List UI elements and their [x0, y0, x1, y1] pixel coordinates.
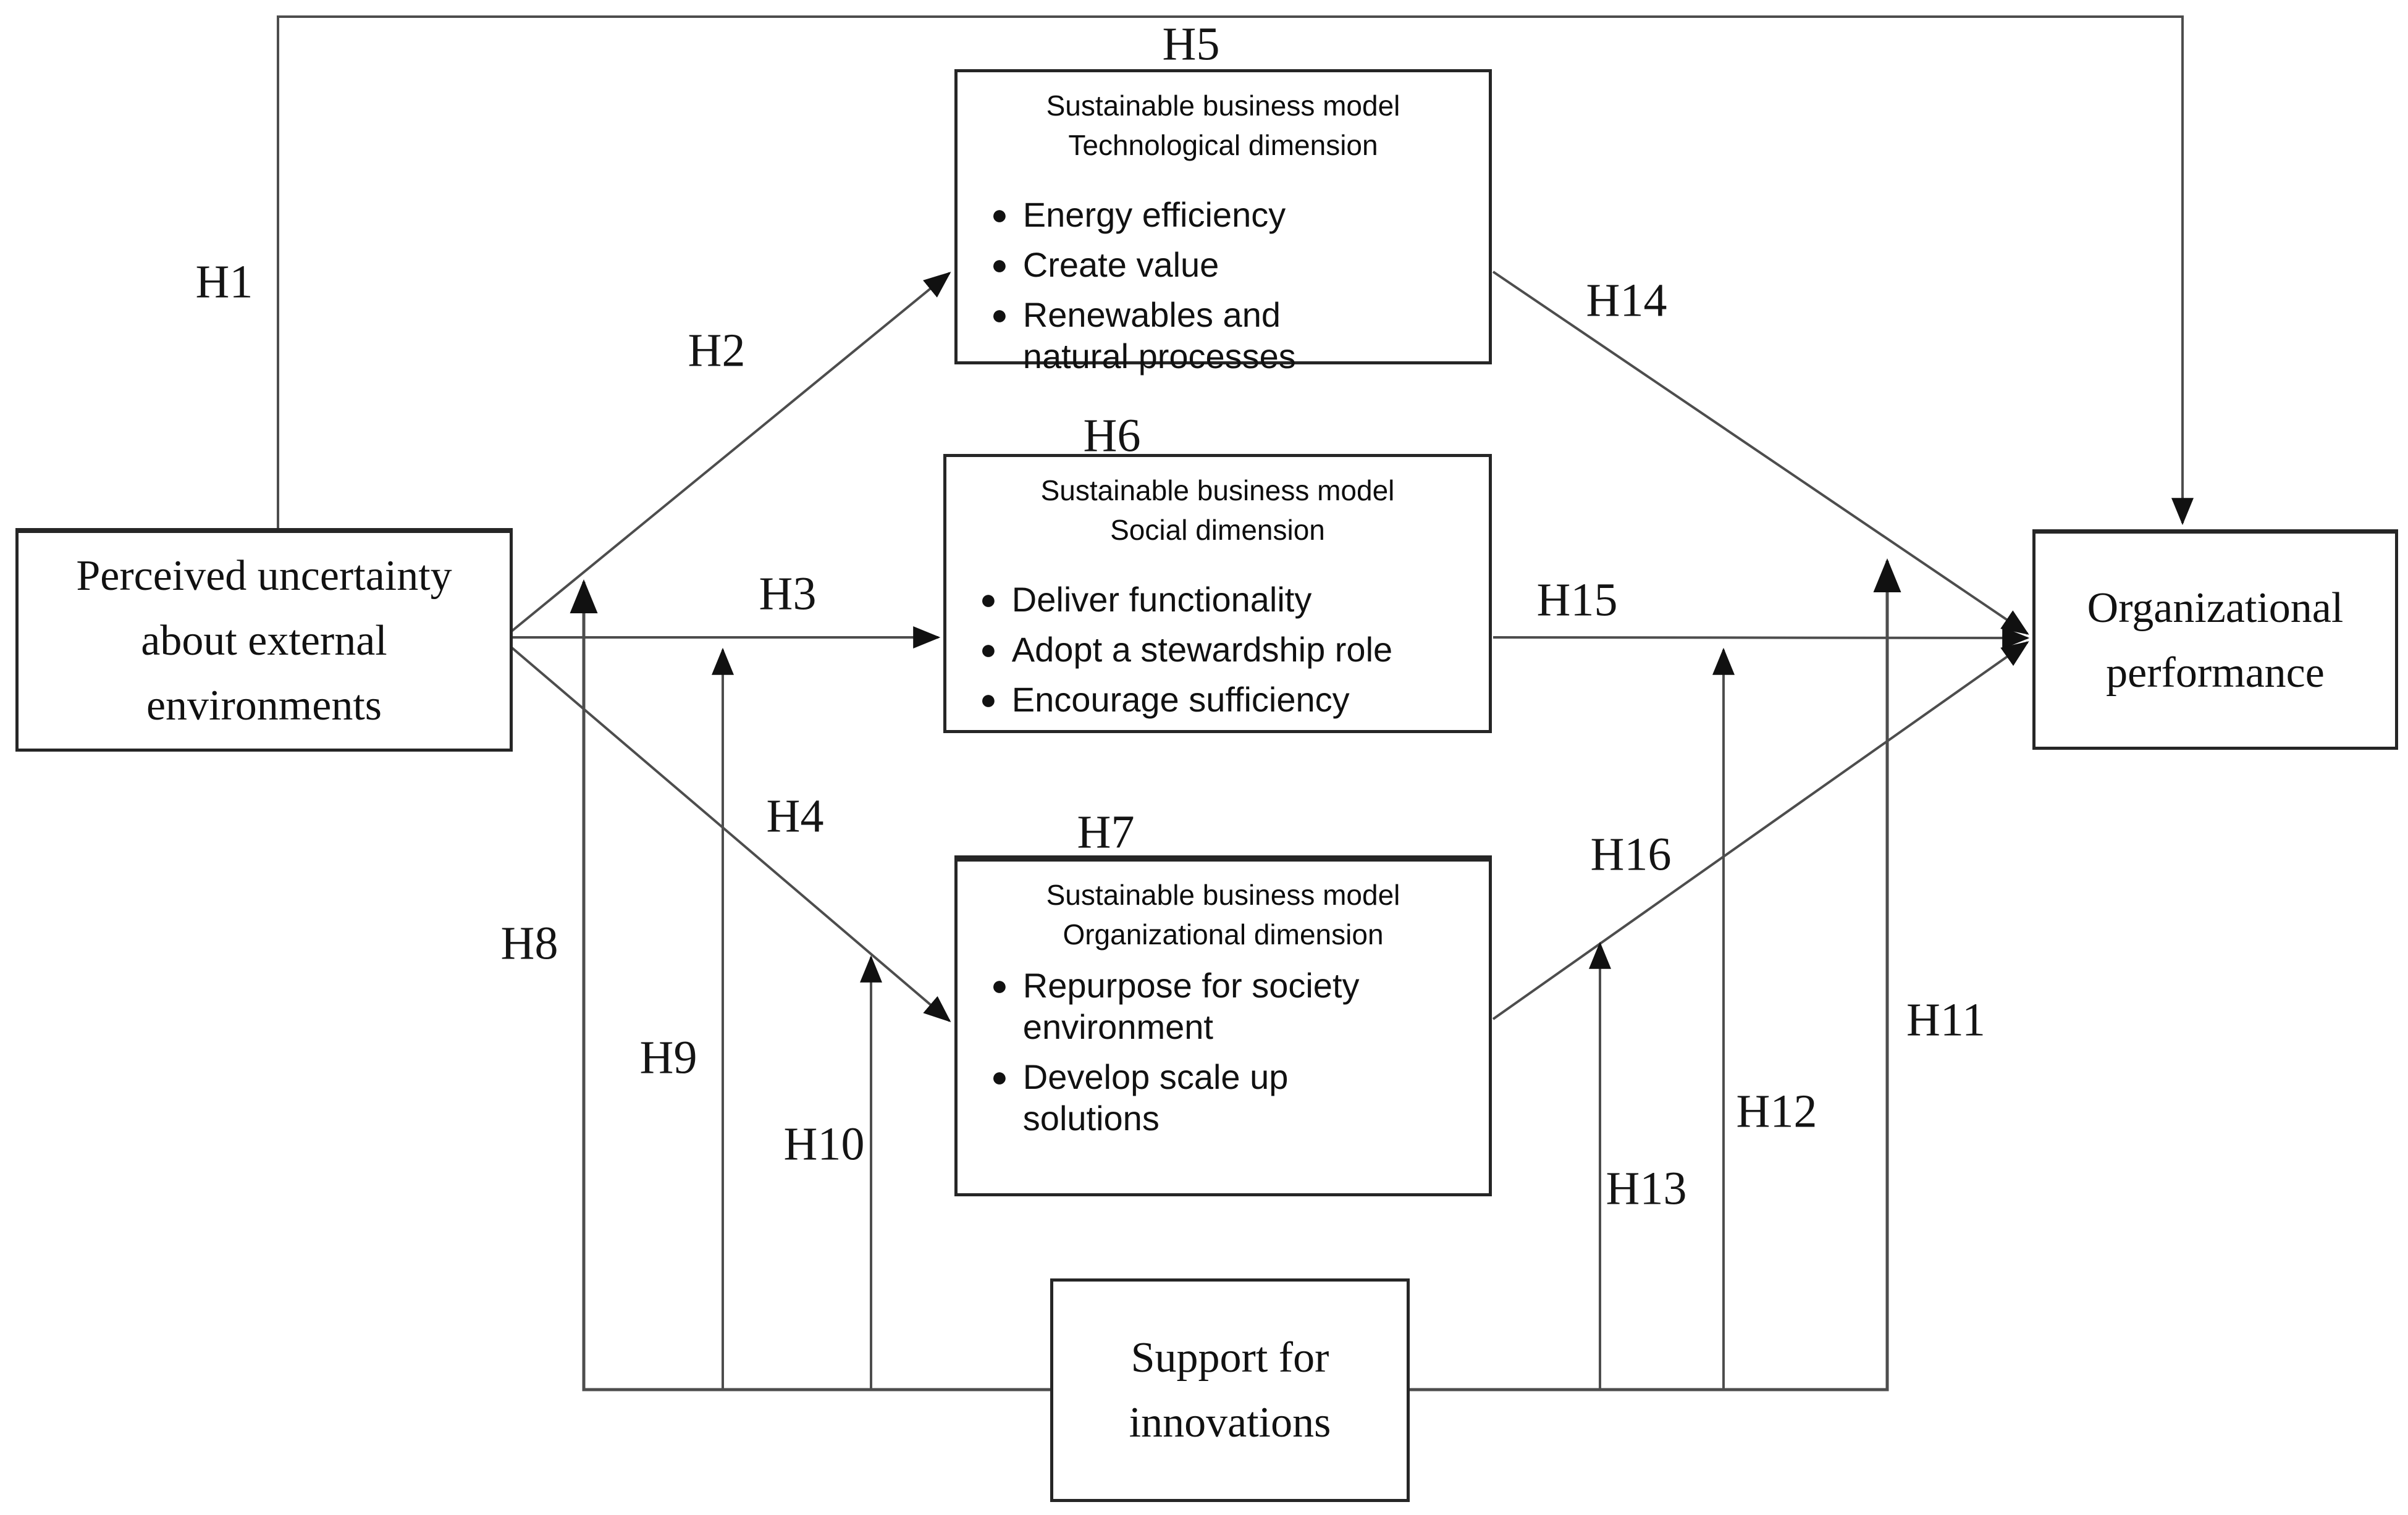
box-organizational-performance: Organizational performance: [2032, 529, 2398, 750]
arrow-h16: [1492, 641, 2029, 1020]
bullet-text: Repurpose for society environment: [1022, 965, 1360, 1046]
bullet-icon: ●: [980, 683, 997, 716]
label-h3: H3: [759, 568, 817, 620]
label-h6: H6: [1083, 409, 1141, 462]
bullet-item: ● Energy efficiency: [991, 194, 1471, 235]
bullet-text: Adopt a stewardship role: [1011, 629, 1393, 669]
bullet-item: ● Repurpose for society environment: [991, 965, 1471, 1047]
box-sbm-organizational: Sustainable business model Organizationa…: [954, 855, 1492, 1196]
connector-left-arrow-h8: [570, 579, 1051, 1391]
sbm-tech-title-line2: Technological dimension: [1068, 129, 1378, 162]
sbm-social-title-line1: Sustainable business model: [1040, 474, 1395, 506]
label-h14: H14: [1586, 274, 1667, 327]
box-sbm-social: Sustainable business model Social dimens…: [943, 454, 1492, 733]
label-h10: H10: [783, 1118, 865, 1170]
label-h2: H2: [688, 324, 746, 377]
arrow-h2: [503, 271, 951, 639]
box-sbm-technological: Sustainable business model Technological…: [954, 69, 1492, 376]
bullet-text: Create value: [1022, 245, 1219, 284]
box-support-for-innovations: Support for innovations: [1050, 1278, 1410, 1502]
label-h8: H8: [500, 917, 558, 970]
label-h5: H5: [1162, 18, 1220, 70]
label-h13: H13: [1606, 1162, 1687, 1215]
bullet-icon: ●: [991, 198, 1008, 230]
bullet-text: Deliver functionality: [1011, 579, 1312, 619]
label-h16: H16: [1590, 828, 1672, 881]
arrow-h4: [503, 640, 951, 1023]
arrow-h15: [1492, 626, 2030, 649]
box-organizational-performance-text: Organizational performance: [2087, 584, 2344, 697]
box-perceived-uncertainty-text: Perceived uncertainty about external env…: [76, 552, 452, 729]
bullet-item: ● Develop scale up solutions: [991, 1056, 1471, 1139]
bullet-text: Develop scale up solutions: [1022, 1057, 1289, 1138]
sbm-social-title-line2: Social dimension: [1110, 514, 1325, 547]
sbm-tech-title-line1: Sustainable business model: [1046, 90, 1400, 122]
sbm-org-title-line1: Sustainable business model: [1046, 879, 1400, 911]
label-h7: H7: [1077, 806, 1135, 858]
bullet-icon: ●: [980, 632, 997, 665]
sbm-org-bullet-list: ● Repurpose for society environment ● De…: [991, 965, 1471, 1139]
bullet-icon: ●: [991, 248, 1008, 280]
sbm-social-bullet-list: ● Deliver functionality ● Adopt a stewar…: [980, 579, 1471, 721]
bullet-icon: ●: [980, 582, 997, 615]
label-h4: H4: [766, 790, 824, 842]
bullet-text: Encourage sufficiency: [1011, 680, 1350, 720]
bullet-item: ● Adopt a stewardship role: [980, 629, 1471, 670]
bullet-item: ● Create value: [991, 244, 1471, 285]
arrow-h1: [277, 15, 2194, 528]
bullet-icon: ●: [991, 968, 1008, 1001]
bullet-item: ● Encourage sufficiency: [980, 679, 1471, 720]
bullet-text: Renewables and natural processes: [1022, 295, 1296, 376]
label-h11: H11: [1906, 994, 1986, 1046]
connector-right-arrow-h11: [1408, 558, 1901, 1391]
bullet-item: ● Deliver functionality: [980, 579, 1471, 620]
bullet-icon: ●: [991, 1060, 1008, 1093]
sbm-tech-bullet-list: ● Energy efficiency ● Create value ● Ren…: [991, 194, 1471, 377]
bullet-icon: ●: [991, 298, 1008, 331]
sbm-org-title-line2: Organizational dimension: [1063, 918, 1384, 951]
label-h9: H9: [639, 1031, 697, 1084]
label-h15: H15: [1536, 574, 1618, 626]
label-h12: H12: [1736, 1085, 1817, 1138]
box-perceived-uncertainty: Perceived uncertainty about external env…: [15, 528, 513, 752]
bullet-text: Energy efficiency: [1022, 195, 1286, 234]
arrow-h14: [1492, 271, 2029, 635]
label-h1: H1: [195, 256, 253, 308]
box-support-for-innovations-text: Support for innovations: [1129, 1334, 1331, 1446]
bullet-item: ● Renewables and natural processes: [991, 294, 1471, 377]
